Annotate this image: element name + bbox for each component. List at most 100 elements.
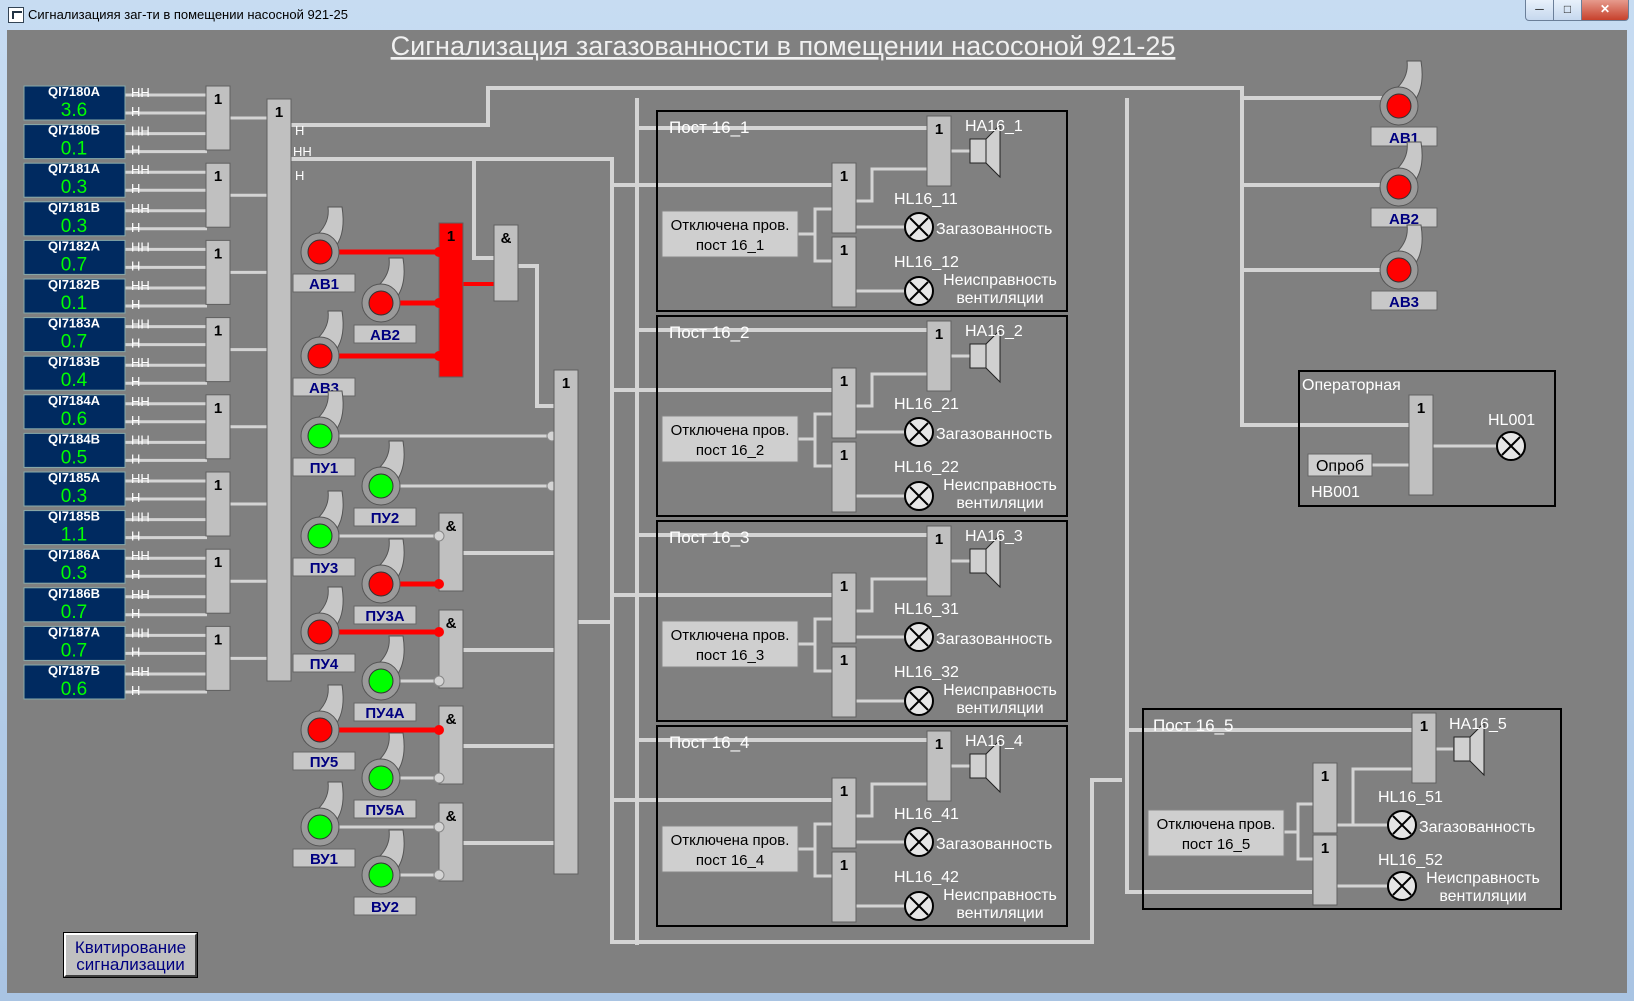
signal-wire bbox=[798, 207, 832, 263]
operator-test-button[interactable] bbox=[1307, 453, 1373, 477]
fan-ПУ5-status-indicator bbox=[307, 717, 333, 743]
or-gate-horn-5 bbox=[1411, 712, 1437, 784]
post-disabled-line1: Отключена пров. bbox=[1157, 816, 1276, 833]
signal-wire bbox=[1284, 802, 1313, 861]
or-gate-lamp1-2-symbol: 1 bbox=[840, 373, 848, 390]
post-lamp1-text: Загазованность bbox=[936, 426, 1052, 443]
signal-wire bbox=[856, 782, 927, 844]
connector-dot-red bbox=[434, 298, 444, 308]
post-disabled-line1: Отключена пров. bbox=[671, 627, 790, 644]
or-gate-pair-7 bbox=[205, 548, 231, 614]
post-frame-1 bbox=[656, 110, 1068, 312]
connector-dot bbox=[433, 530, 445, 542]
operator-title: Операторная bbox=[1302, 377, 1401, 394]
or-gate-pair-6-symbol: 1 bbox=[214, 477, 222, 494]
or-gate-pair-8 bbox=[205, 625, 231, 691]
minimize-button[interactable]: ─ bbox=[1525, 0, 1554, 21]
connector-dot-red bbox=[434, 247, 444, 257]
right-fan-АВ3-status-indicator bbox=[1386, 257, 1412, 283]
sensor-value: 0.7 bbox=[61, 254, 87, 275]
gas-lamp-icon-cross bbox=[909, 832, 929, 852]
post-lamp1-text: Загазованность bbox=[1419, 819, 1535, 836]
fan-label: ПУ4А bbox=[365, 705, 404, 722]
sensor-hh-label: НН bbox=[131, 239, 150, 254]
sensor-box-QI7185A bbox=[23, 471, 126, 507]
post-lamp1-tag: HL16_51 bbox=[1378, 789, 1443, 806]
fan-label: ПУ2 bbox=[371, 510, 399, 527]
post-disabled-line2: пост 16_4 bbox=[696, 852, 764, 869]
fan-label: ПУ4 bbox=[310, 656, 339, 673]
sensor-h-label: Н bbox=[131, 567, 140, 582]
connector-dot bbox=[433, 675, 445, 687]
and-gate-2 bbox=[438, 609, 464, 689]
or-gate-lamp1-2 bbox=[831, 367, 857, 439]
or-gate-operator bbox=[1408, 394, 1434, 496]
bus-label-h: Н bbox=[295, 123, 304, 138]
horn-icon-bell bbox=[985, 533, 1001, 589]
or-gate-pair-6 bbox=[205, 471, 231, 537]
sensor-tag: QI7182A bbox=[48, 238, 101, 253]
maximize-button[interactable]: □ bbox=[1553, 0, 1582, 21]
fan-label-box bbox=[292, 848, 356, 868]
sensor-value: 3.6 bbox=[61, 100, 87, 121]
ventilation-lamp-icon-cross bbox=[909, 691, 929, 711]
gas-lamp-icon-cross bbox=[909, 422, 929, 442]
sensor-tag: QI7185A bbox=[48, 470, 101, 485]
post-horn-label: НА16_5 bbox=[1449, 716, 1507, 733]
post-horn-label: НА16_2 bbox=[965, 323, 1023, 340]
sensor-box-QI7187B bbox=[23, 664, 126, 700]
or-gate-horn-5-symbol: 1 bbox=[1420, 718, 1428, 735]
horn-icon-bell bbox=[985, 328, 1001, 384]
sensor-value: 0.3 bbox=[61, 486, 87, 507]
or-gate-lamp1-5-symbol: 1 bbox=[1321, 768, 1329, 785]
or-gate-lamp2-3 bbox=[831, 646, 857, 718]
and-gate-4-symbol: & bbox=[446, 808, 457, 825]
bus-label-h2: Н bbox=[295, 168, 304, 183]
sensor-hh-label: НН bbox=[131, 162, 150, 177]
post-lamp1-tag: HL16_21 bbox=[894, 396, 959, 413]
or-gate-lamp2-2-symbol: 1 bbox=[840, 447, 848, 464]
or-gate-horn-3 bbox=[926, 525, 952, 597]
right-fan-label: АВ3 bbox=[1389, 294, 1419, 311]
connector-dot bbox=[433, 869, 445, 881]
sensor-value: 0.1 bbox=[61, 139, 87, 160]
post-title: Пост 16_4 bbox=[669, 733, 750, 752]
fan-label: ВУ1 bbox=[310, 851, 338, 868]
post-disabled-line1: Отключена пров. bbox=[671, 832, 790, 849]
fan-label-box bbox=[292, 557, 356, 577]
post-title: Пост 16_5 bbox=[1153, 716, 1234, 735]
fan-label-box bbox=[353, 702, 417, 722]
sensor-tag: QI7185B bbox=[48, 509, 100, 524]
sensor-value: 0.3 bbox=[61, 216, 87, 237]
acknowledge-label-line2: сигнализации bbox=[76, 955, 185, 974]
sensor-hh-label: НН bbox=[131, 201, 150, 216]
sensor-tag: QI7184A bbox=[48, 393, 101, 408]
sensor-value: 0.7 bbox=[61, 332, 87, 353]
sensor-hh-label: НН bbox=[131, 85, 150, 100]
title-bar: Сигнализацияя заг-ти в помещении насосно… bbox=[0, 0, 1634, 30]
fan-label: ПУ3А bbox=[365, 608, 404, 625]
sensor-box-QI7180B bbox=[23, 124, 126, 160]
close-button[interactable]: ✕ bbox=[1581, 0, 1629, 21]
sensor-value: 0.6 bbox=[61, 679, 87, 700]
or-gate-pair-1 bbox=[205, 85, 231, 151]
ventilation-lamp-icon-cross bbox=[909, 896, 929, 916]
or-gate-lamp2-2 bbox=[831, 441, 857, 513]
ventilation-lamp-icon-cross bbox=[909, 486, 929, 506]
or-gate-horn-3-symbol: 1 bbox=[935, 531, 943, 548]
sensor-tag: QI7186B bbox=[48, 586, 100, 601]
sensor-hh-label: НН bbox=[131, 432, 150, 447]
sensor-tag: QI7187A bbox=[48, 624, 101, 639]
acknowledge-alarm-button[interactable]: Квитирование сигнализации bbox=[64, 933, 197, 977]
sensor-hh-label: НН bbox=[131, 510, 150, 525]
or-gate-collector bbox=[553, 369, 579, 875]
or-gate-pair-1-symbol: 1 bbox=[214, 91, 222, 108]
or-gate-pair-5 bbox=[205, 394, 231, 460]
sensor-h-label: Н bbox=[131, 374, 140, 389]
fan-label-box bbox=[292, 751, 356, 771]
horn-icon bbox=[969, 548, 987, 574]
sensor-h-label: Н bbox=[131, 490, 140, 505]
post-lamp2-text2: вентиляции bbox=[956, 905, 1043, 922]
post-lamp2-text1: Неисправность bbox=[943, 477, 1057, 494]
sensor-value: 0.7 bbox=[61, 640, 87, 661]
